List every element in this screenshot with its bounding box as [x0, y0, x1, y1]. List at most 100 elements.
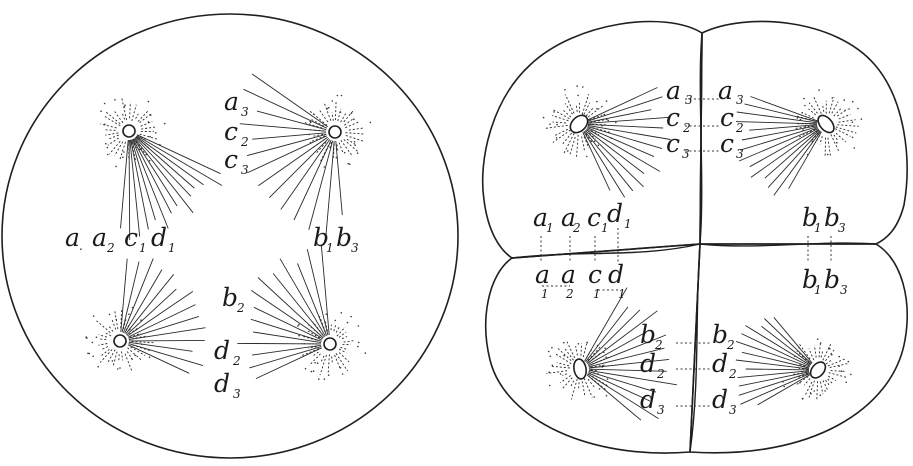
astral-ray	[804, 379, 810, 386]
astral-ray	[583, 341, 587, 357]
stipple-dot	[838, 356, 840, 358]
label-letter: a	[535, 260, 550, 289]
label-subscript: 3	[729, 403, 737, 417]
label-letter: c	[720, 103, 734, 132]
stipple-dot	[100, 110, 102, 112]
stipple-dot	[543, 117, 545, 119]
stipple-dot	[818, 89, 820, 91]
astral-ray	[553, 130, 571, 143]
label-letter: c	[588, 260, 602, 289]
label-letter: d	[712, 385, 728, 414]
astral-ray	[835, 129, 850, 137]
stipple-dot	[150, 114, 152, 116]
stipple-dot	[803, 98, 805, 100]
label-subscript: 2	[232, 354, 241, 368]
stipple-dot	[332, 100, 334, 102]
astral-ray	[339, 143, 343, 154]
stipple-dot	[556, 124, 558, 126]
stipple-dot	[601, 125, 603, 127]
astral-ray	[826, 380, 830, 385]
aster	[237, 246, 366, 380]
astral-ray	[809, 103, 817, 114]
astral-ray	[565, 349, 574, 360]
label-letter: d	[214, 369, 230, 398]
astral-ray	[100, 350, 112, 363]
spindle-ray	[253, 332, 321, 343]
astral-ray	[814, 346, 816, 358]
spindle-ray	[750, 97, 817, 121]
stipple-dot	[820, 394, 822, 396]
stipple-dot	[817, 338, 819, 340]
astral-ray	[567, 341, 575, 358]
stipple-dot	[549, 123, 551, 125]
astral-ray	[831, 371, 845, 372]
astral-ray	[100, 339, 107, 340]
spindle-ray	[740, 374, 809, 405]
stipple-dot	[139, 149, 141, 151]
stipple-dot	[141, 343, 143, 345]
label-subscript: 2	[236, 301, 245, 315]
spindle-ray	[244, 89, 327, 128]
astral-ray	[828, 138, 831, 156]
stipple-dot	[341, 312, 343, 314]
label-letter: a	[718, 76, 733, 105]
stipple-dot	[324, 378, 326, 380]
aster	[736, 89, 862, 195]
label-subscript: 1	[814, 221, 822, 235]
stipple-dot	[827, 154, 829, 156]
stipple-dot	[134, 355, 136, 357]
stipple-dot	[560, 373, 562, 375]
label-letter: c	[666, 103, 680, 132]
label-letter: c	[587, 203, 601, 232]
stipple-dot	[848, 361, 850, 363]
astral-ray	[136, 114, 139, 119]
centrosome	[114, 335, 126, 347]
stipple-dot	[340, 367, 342, 369]
stipple-dot	[313, 370, 315, 372]
stipple-dot	[347, 322, 349, 324]
stipple-dot	[556, 137, 558, 139]
stipple-dot	[563, 355, 565, 357]
astral-ray	[132, 342, 154, 343]
astral-ray	[112, 320, 116, 330]
astral-ray	[109, 135, 119, 139]
label-subscript: 1	[546, 221, 554, 235]
stipple-dot	[563, 342, 565, 344]
stipple-dot	[852, 122, 854, 124]
spindle-ray	[586, 130, 644, 174]
spindle-ray	[586, 310, 640, 363]
spindle-ray	[736, 341, 809, 367]
stipple-dot	[607, 378, 609, 380]
astral-ray	[581, 343, 582, 355]
astral-ray	[592, 128, 610, 133]
stipple-dot	[308, 134, 310, 136]
stipple-dot	[349, 163, 351, 165]
stipple-dot	[578, 343, 580, 345]
label-letter: c	[720, 129, 734, 158]
spindle-ray	[585, 130, 643, 187]
astral-ray	[328, 354, 329, 373]
label-subscript: 1	[168, 241, 176, 255]
stipple-dot	[805, 126, 807, 128]
label-subscript: 1	[618, 287, 626, 301]
spindle-ray	[135, 138, 194, 213]
astral-ray	[96, 321, 110, 333]
stipple-dot	[782, 381, 784, 383]
astral-ray	[99, 335, 107, 337]
label-subscript: 1	[624, 217, 632, 231]
astral-ray	[349, 128, 363, 130]
stipple-dot	[602, 365, 604, 367]
astral-ray	[340, 347, 348, 350]
spindle-ray	[129, 328, 206, 340]
aster	[100, 98, 222, 240]
label-subscript: 2	[656, 367, 665, 381]
stipple-dot	[852, 137, 854, 139]
stipple-dot	[104, 103, 106, 105]
stipple-dot	[357, 346, 359, 348]
astral-ray	[113, 352, 117, 366]
stipple-dot	[605, 357, 607, 359]
stipple-dot	[807, 154, 809, 156]
astral-ray	[582, 94, 589, 114]
